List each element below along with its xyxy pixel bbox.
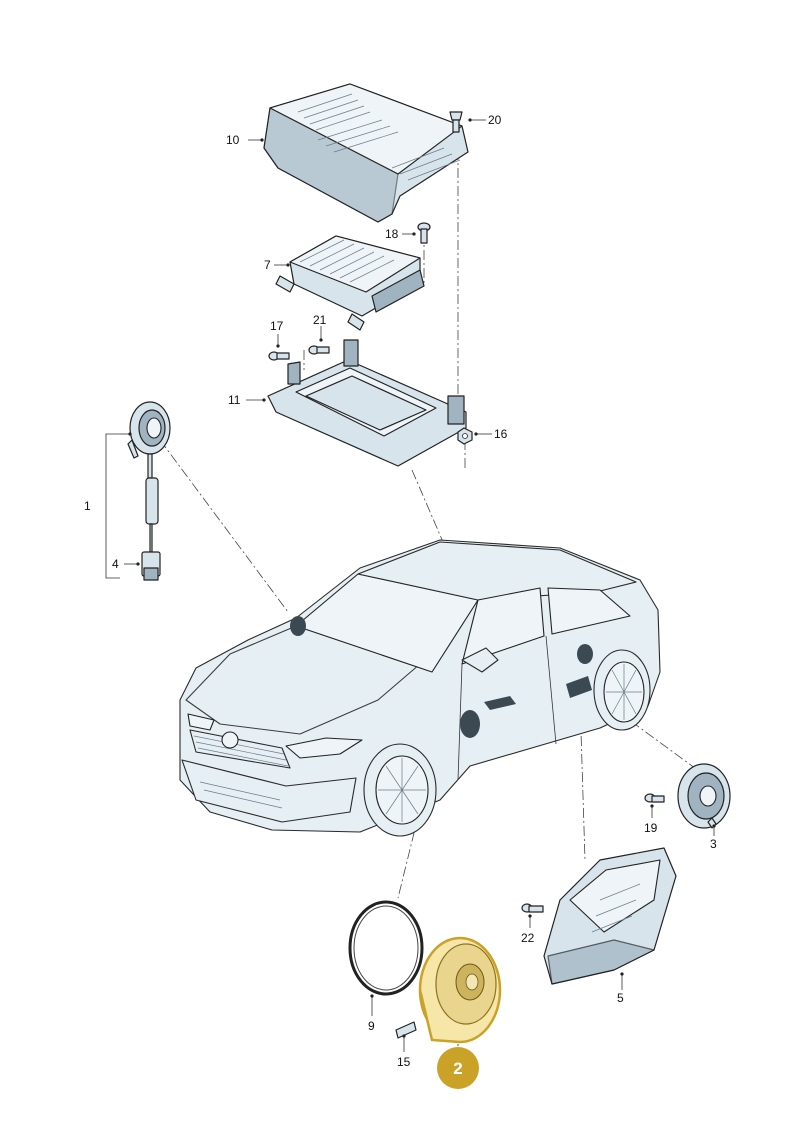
part-5-housing <box>543 847 677 985</box>
callout-22: 22 <box>521 931 535 945</box>
part-1-tweeter-assembly <box>127 401 171 581</box>
part-18-screw <box>417 222 431 244</box>
part-2-speaker-highlighted <box>418 936 502 1044</box>
callout-7: 7 <box>264 258 271 272</box>
part-19-screw <box>644 793 665 803</box>
callout-15: 15 <box>397 1055 411 1069</box>
callout-17: 17 <box>270 319 284 333</box>
callout-2: 2 <box>453 1059 462 1078</box>
callout-18: 18 <box>385 227 399 241</box>
part-17-screw <box>268 351 290 361</box>
callout-3: 3 <box>710 837 717 851</box>
callout-19: 19 <box>644 821 658 835</box>
car-illustration <box>179 539 661 837</box>
callout-1: 1 <box>84 499 91 513</box>
callout-21: 21 <box>313 313 327 327</box>
callout-20: 20 <box>488 113 502 127</box>
part-15-clip <box>395 1021 417 1039</box>
part-22-screw <box>521 903 544 913</box>
part-9-seal-ring <box>348 900 424 996</box>
callout-11: 11 <box>228 393 241 407</box>
part-16-nut <box>457 427 473 445</box>
part-7-amplifier <box>275 235 425 331</box>
callout-5: 5 <box>617 991 624 1005</box>
highlight-badge-2: 2 <box>437 1047 479 1089</box>
part-10-cover <box>263 83 469 223</box>
callout-16: 16 <box>494 427 508 441</box>
leader-lines <box>105 118 716 1052</box>
callout-labels: 10 20 18 7 17 21 11 16 1 4 3 19 5 22 9 1… <box>84 113 717 1069</box>
part-3-speaker <box>677 763 731 829</box>
callout-10: 10 <box>226 133 240 147</box>
callout-9: 9 <box>368 1019 375 1033</box>
part-11-bracket <box>267 339 467 467</box>
part-21-screw <box>308 345 330 355</box>
part-20-clip <box>449 111 463 133</box>
callout-4: 4 <box>112 557 119 571</box>
